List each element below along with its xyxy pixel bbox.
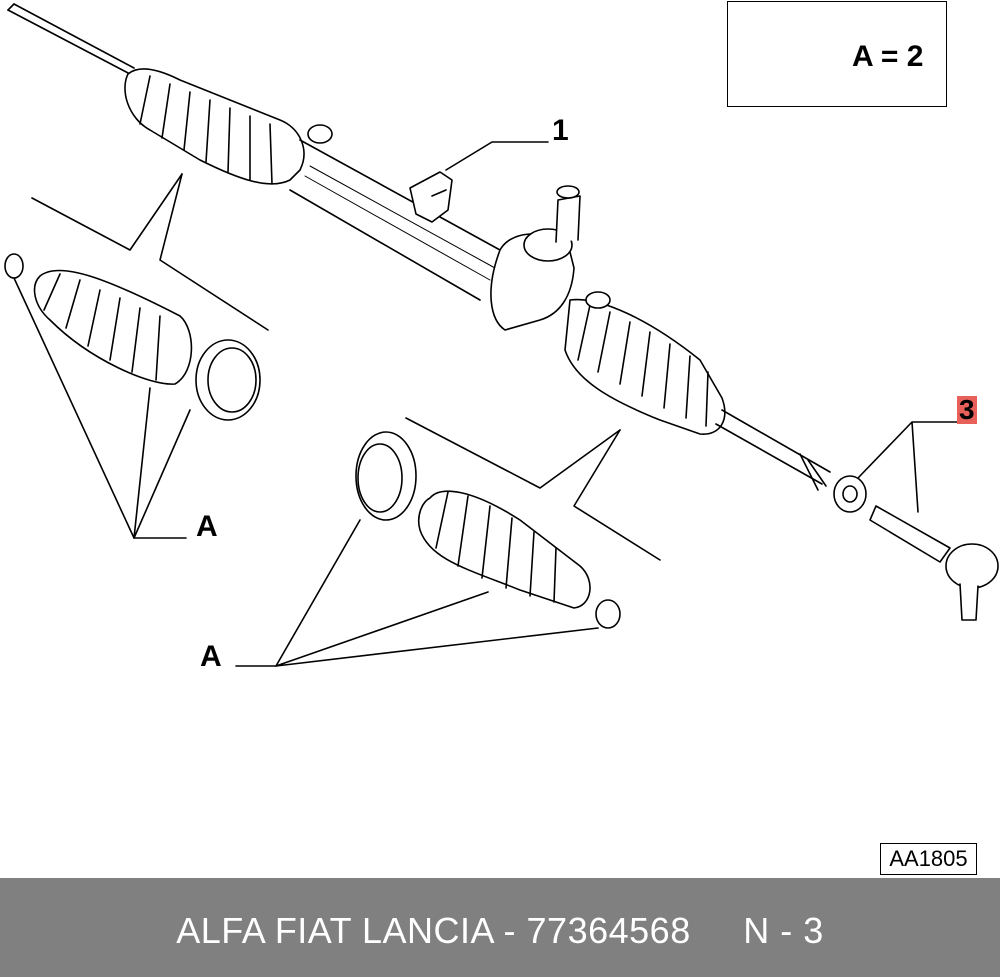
footer-text: ALFA FIAT LANCIA - 77364568 N - 3 <box>176 910 824 951</box>
callout-part-3: 3 <box>957 394 977 425</box>
steering-rack <box>7 3 831 491</box>
steering-rack-diagram <box>4 3 999 667</box>
boot-kit-lower <box>235 417 661 667</box>
tie-rod-end <box>833 421 999 621</box>
callout-part-1: 1 <box>552 114 569 147</box>
legend-text: A = 2 <box>852 40 924 73</box>
callout-group-a-top: A <box>196 510 218 543</box>
footer-bar: ALFA FIAT LANCIA - 77364568 N - 3 <box>0 878 1000 977</box>
quantity-legend-box: A = 2 <box>727 1 947 107</box>
callout-1-leader <box>445 141 549 171</box>
callout-group-a-bottom: A <box>200 640 222 673</box>
boot-kit-upper <box>4 173 269 539</box>
drawing-reference-code: AA1805 <box>880 843 977 875</box>
